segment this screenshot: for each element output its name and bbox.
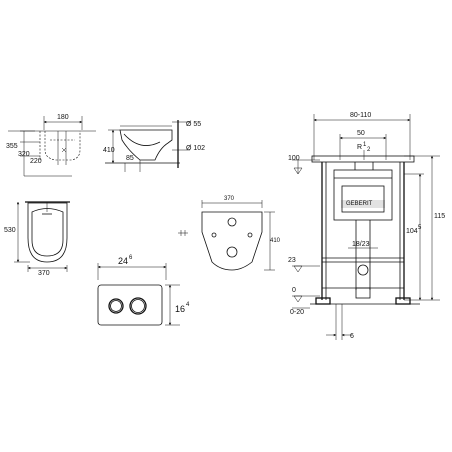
dim-115: 115 [434,213,445,220]
plate-width-sup: 6 [129,255,133,261]
panel-dim-370: 370 [224,196,235,202]
bowl-plan-view: 530 370 [4,201,70,277]
thread-sub: 2 [367,147,371,153]
dim-320: 320 [18,151,30,158]
dim-d102: Ø 102 [186,145,205,152]
dim-23: 23 [288,257,296,264]
dim-410: 410 [103,147,115,154]
dim-370: 370 [38,270,50,277]
dim-180: 180 [57,114,69,121]
plate-width: 24 [118,256,128,266]
bowl-top-view: 180 355 320 220 [6,114,96,177]
frame-inner-50: 50 [357,130,365,137]
flush-button-small [108,298,124,314]
flush-plate: 24 6 16 4 [97,255,190,326]
dim-100: 100 [288,155,300,162]
dim-0: 0 [292,287,296,294]
bowl-side-view: 410 85 Ø 55 Ø 102 [103,120,205,172]
pipe-18-23: 18/23 [352,241,370,248]
plate-height: 16 [175,304,185,314]
dim-85: 85 [126,155,134,162]
dim-355: 355 [6,143,18,150]
panel-dim-410: 410 [270,238,281,244]
thread-sup: 1 [363,142,367,148]
frame-width-range: 80-110 [350,112,371,119]
thread-r: R [357,144,362,151]
plate-height-sup: 4 [186,302,190,308]
dim-220: 220 [30,158,42,165]
panel-view: 370 410 [178,196,281,271]
dim-d55: Ø 55 [186,121,201,128]
flush-button-large [129,297,147,315]
installation-frame: 80-110 50 R 1 2 GEBERIT 18/23 [288,112,445,340]
brand-logo: GEBERIT [346,201,373,207]
dim-0-20: 0-20 [290,309,304,316]
plate-frame [97,284,163,326]
dim-104-sup: 5 [418,225,422,231]
dim-104: 104 [406,228,418,235]
dim-6: 6 [350,333,354,340]
dim-530: 530 [4,227,16,234]
